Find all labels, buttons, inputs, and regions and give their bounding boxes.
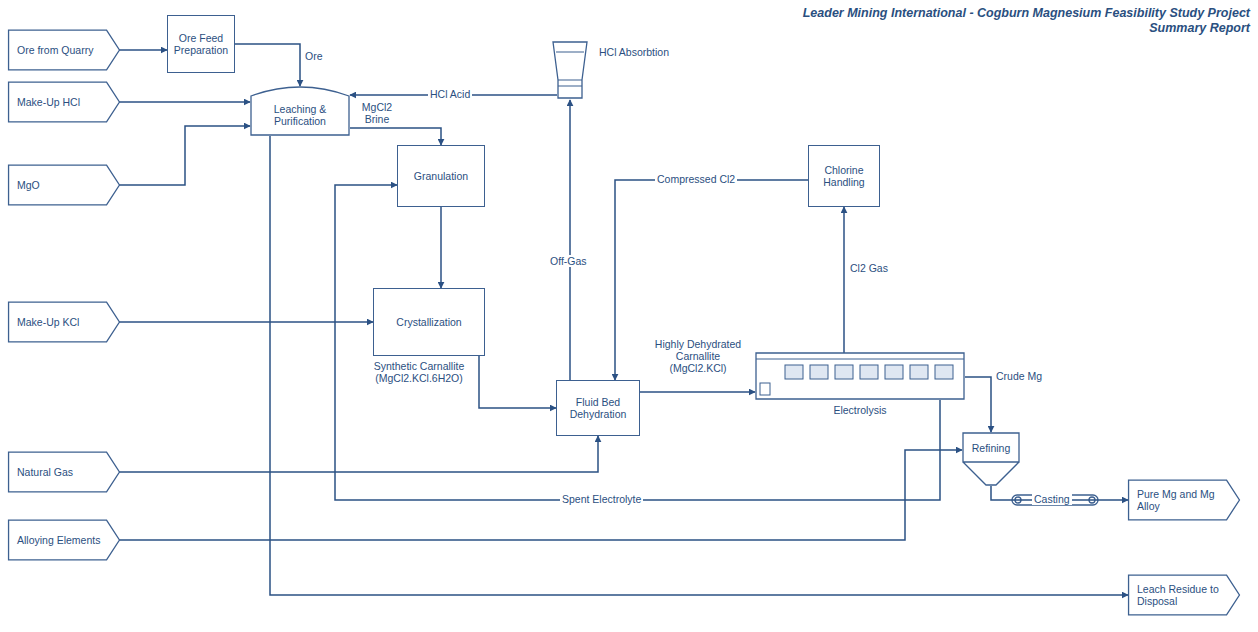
flow-label: Casting (1032, 493, 1072, 505)
electrode (885, 365, 903, 379)
flow-label: Crude Mg (996, 370, 1042, 382)
refining-hopper: Refining (962, 432, 1020, 486)
flow-connector (965, 377, 991, 432)
node-label: Electrolysis (795, 404, 925, 416)
node-label: Crystallization (396, 316, 461, 328)
tag-shape (1129, 480, 1240, 520)
flow-connector (350, 128, 441, 145)
node-label: MgO (17, 179, 40, 191)
node-label: Leaching & Purification (255, 103, 345, 127)
process-box: Chlorine Handling (808, 145, 880, 207)
electrode (860, 365, 878, 379)
node-label: Pure Mg and Mg Alloy (1137, 488, 1222, 512)
flow-connector (235, 44, 300, 86)
tank-shape (251, 87, 349, 135)
tower-bands (556, 52, 584, 86)
cell-rim (756, 359, 964, 360)
diagram-title: Leader Mining International - Cogburn Ma… (780, 6, 1250, 36)
node-label: Granulation (414, 170, 468, 182)
input-output-tag: Ore from Quarry (8, 30, 120, 70)
flow-connector (119, 436, 598, 472)
node-label: Ore Feed Preparation (173, 32, 229, 56)
tag-shape (1129, 575, 1240, 615)
node-label: Ore from Quarry (17, 44, 93, 56)
tag-shape (9, 82, 120, 122)
process-box: Fluid Bed Dehydration (556, 380, 640, 436)
flow-label: Highly Dehydrated Carnallite (MgCl2.KCl) (652, 338, 744, 374)
node-label: Chlorine Handling (814, 164, 874, 188)
input-output-tag: Natural Gas (8, 452, 120, 492)
flow-label: Cl2 Gas (850, 262, 888, 274)
flow-connector (479, 356, 556, 408)
electrode (835, 365, 853, 379)
node-label: Refining (972, 442, 1011, 454)
process-box: Crystallization (373, 288, 485, 356)
cell-body (756, 353, 964, 399)
flow-connector (119, 101, 250, 103)
node-label: Alloying Elements (17, 534, 100, 546)
electrode (810, 365, 828, 379)
input-output-tag: Alloying Elements (8, 520, 120, 560)
flow-connector (569, 100, 571, 380)
input-output-tag: MgO (8, 165, 120, 205)
node-label: Make-Up HCl (17, 96, 80, 108)
cell-outline (755, 345, 965, 400)
tag-shape (9, 452, 120, 492)
electrolysis-cell: Electrolysis (755, 345, 965, 400)
input-output-tag: Make-Up HCl (8, 82, 120, 122)
process-box: Granulation (397, 145, 485, 207)
flow-connector (843, 207, 845, 353)
flow-label: Ore (305, 50, 323, 62)
flow-label: HCl Acid (428, 88, 472, 100)
tag-shape (9, 302, 120, 342)
tag-shape (9, 520, 120, 560)
input-output-tag: Leach Residue to Disposal (1128, 575, 1240, 615)
flow-label: Compressed Cl2 (655, 173, 737, 185)
tower-outline (551, 40, 589, 100)
flow-connector (615, 180, 808, 380)
flow-connector (440, 207, 442, 288)
flow-label: MgCl2 Brine (355, 101, 399, 125)
electrode (935, 365, 953, 379)
flow-label: Spent Electrolyte (560, 493, 643, 505)
node-label: HCl Absorbtion (599, 46, 669, 58)
flow-connector (119, 450, 962, 540)
flow-connector (119, 49, 167, 51)
electrode (785, 365, 803, 379)
cell-tap (760, 383, 770, 395)
tag-shape (9, 165, 120, 205)
leach-tank: Leaching & Purification (250, 84, 350, 136)
tower-shape (553, 42, 587, 98)
flow-connector (270, 136, 1128, 595)
flow-label: Off-Gas (548, 255, 589, 267)
hopper-shape (963, 433, 1019, 485)
electrode (910, 365, 928, 379)
tag-shape (9, 30, 120, 70)
node-label: Leach Residue to Disposal (1137, 583, 1222, 607)
node-label: Make-Up KCl (17, 316, 79, 328)
input-output-tag: Pure Mg and Mg Alloy (1128, 480, 1240, 520)
node-label: Fluid Bed Dehydration (562, 396, 634, 420)
hopper-outline (962, 432, 1020, 486)
flow-connector (335, 185, 940, 500)
input-output-tag: Make-Up KCl (8, 302, 120, 342)
node-label: Natural Gas (17, 466, 73, 478)
flow-connector (119, 126, 250, 185)
absorption-tower: HCl Absorbtion (551, 40, 589, 100)
process-box: Ore Feed Preparation (167, 15, 235, 73)
flow-connector (640, 391, 755, 393)
flow-label: Synthetic Carnallite (MgCl2.KCl.6H2O) (366, 360, 472, 384)
